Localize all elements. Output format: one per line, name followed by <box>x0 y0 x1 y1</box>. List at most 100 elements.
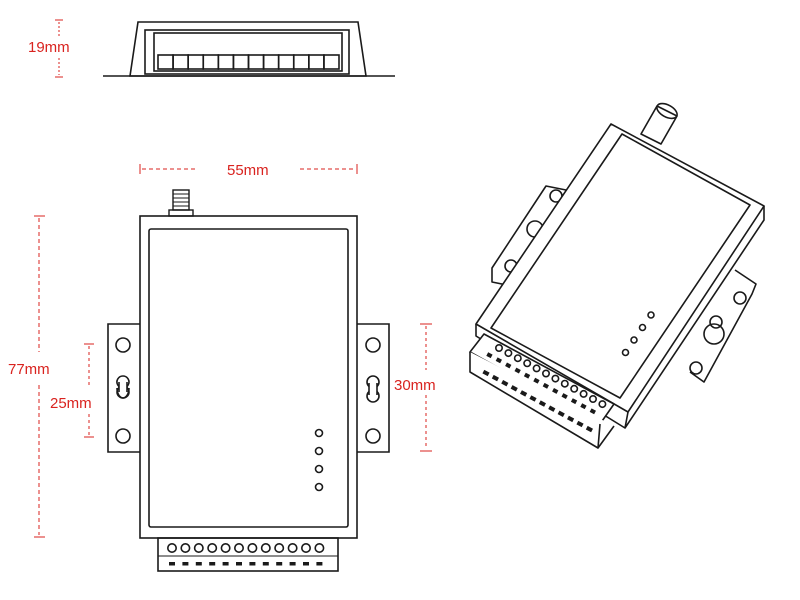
iso-terminal-screw <box>494 343 503 352</box>
terminal-slot <box>289 562 296 566</box>
iso-terminal-lower-slot <box>557 410 565 417</box>
terminal-screw <box>234 542 245 553</box>
terminal-screw <box>287 542 298 553</box>
iso-led-indicator <box>630 336 638 344</box>
front-view <box>103 21 395 77</box>
iso-terminal-lower-slot <box>567 415 575 423</box>
terminal-slot <box>262 562 269 566</box>
front-terminal <box>277 54 295 70</box>
front-terminal-block <box>153 32 343 72</box>
top-cover-panel <box>148 228 349 528</box>
iso-terminal-screw <box>570 384 579 393</box>
iso-terminal-lower-slot <box>482 369 490 377</box>
top-terminal-row <box>167 542 325 553</box>
iso-terminal-screw <box>504 349 513 358</box>
iso-terminal-lower-slot <box>529 395 537 402</box>
terminal-screw <box>247 542 258 553</box>
front-terminal <box>172 54 189 70</box>
width-dimension <box>139 164 358 174</box>
terminal-slot <box>169 562 175 566</box>
terminal-screw <box>260 542 271 553</box>
terminal-screw <box>193 542 204 553</box>
iso-terminal-screw <box>579 389 588 398</box>
iso-led-indicator <box>647 311 655 319</box>
width-label: 55mm <box>227 162 269 179</box>
iso-terminal-slot <box>514 367 521 374</box>
terminal-slot <box>303 562 309 566</box>
terminal-screw <box>220 542 231 553</box>
front-terminal-row <box>157 54 340 70</box>
terminal-slot <box>276 562 283 566</box>
right-mount-bracket <box>357 323 390 453</box>
iso-terminal-screw <box>588 394 597 403</box>
led-indicator <box>314 428 324 438</box>
bracket-dimension <box>420 323 432 452</box>
terminal-slot <box>249 562 256 566</box>
iso-terminal-screw <box>513 354 522 363</box>
top-terminal-block <box>157 537 339 572</box>
iso-terminal-lower-slot <box>491 374 499 382</box>
front-terminal <box>262 54 280 70</box>
hole-spacing-dimension <box>84 343 94 438</box>
bracket-label: 30mm <box>394 377 436 394</box>
iso-terminal-lower-slot <box>576 420 584 428</box>
terminal-screw <box>300 542 311 553</box>
terminal-slot <box>195 562 202 566</box>
iso-terminal-slot <box>523 372 531 379</box>
iso-led-column <box>621 311 655 357</box>
iso-terminal-screw <box>532 364 541 373</box>
left-mount-bracket <box>107 323 140 453</box>
iso-led-indicator <box>621 348 630 357</box>
iso-terminal-screw <box>560 379 569 388</box>
antenna-connector <box>168 189 194 217</box>
height-label: 19mm <box>28 39 70 56</box>
terminal-screw <box>180 542 191 553</box>
terminal-slot <box>236 562 242 566</box>
led-indicator <box>314 446 324 456</box>
led-indicator <box>314 464 324 474</box>
top-terminal-slots <box>169 562 323 566</box>
front-terminal <box>157 54 174 70</box>
front-terminal <box>323 54 340 70</box>
terminal-slot <box>182 562 189 566</box>
iso-terminal-screw <box>523 359 532 368</box>
front-terminal <box>217 54 235 70</box>
iso-terminal-slot <box>505 362 512 369</box>
terminal-slot <box>209 562 216 566</box>
terminal-slot <box>316 562 323 566</box>
iso-terminal-lower-slot <box>538 400 546 407</box>
front-terminal <box>232 54 250 70</box>
iso-terminal-lower-slot <box>585 425 593 433</box>
iso-terminal-slot <box>495 357 502 364</box>
mount-hole <box>115 337 131 353</box>
front-face-plate <box>144 29 350 75</box>
top-body-outline <box>139 215 358 539</box>
iso-terminal-slot <box>542 382 549 389</box>
front-terminal <box>308 54 325 70</box>
top-led-column <box>314 428 324 492</box>
front-housing <box>129 21 367 77</box>
iso-antenna <box>640 102 678 145</box>
iso-terminal-lower-slot <box>548 405 556 412</box>
iso-terminal-lower-slot <box>520 390 528 397</box>
iso-terminal-lower-slot <box>510 385 518 392</box>
terminal-screw <box>314 542 325 553</box>
iso-cover-panel <box>490 133 751 399</box>
iso-terminal-slot <box>580 403 587 410</box>
length-label: 77mm <box>8 361 50 378</box>
mount-hole <box>115 428 131 444</box>
iso-terminal-slot <box>589 408 596 415</box>
terminal-screw <box>207 542 218 553</box>
iso-terminal-slot <box>533 377 540 384</box>
front-terminal <box>187 54 205 70</box>
iso-terminal-slot <box>552 387 559 394</box>
terminal-screw <box>274 542 285 553</box>
height-dimension <box>55 19 63 78</box>
front-terminal <box>202 54 220 70</box>
iso-terminal-slot <box>561 393 568 399</box>
iso-terminal-screw <box>551 374 560 383</box>
isometric-view <box>469 102 765 449</box>
mount-hole <box>365 337 381 353</box>
